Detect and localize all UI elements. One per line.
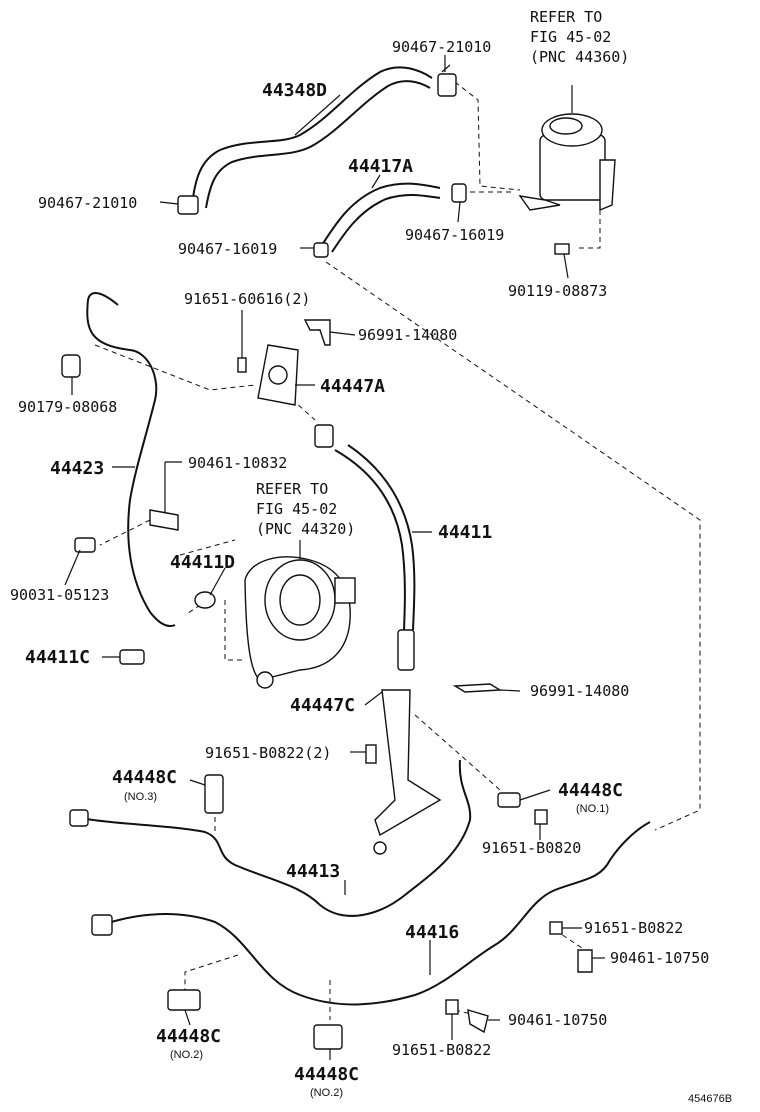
pipe-44416 (101, 821, 651, 1006)
clamp-44448C-no1 (497, 792, 521, 808)
clip-96991-14080-top (303, 319, 331, 346)
clamp-90467-21010-top (437, 64, 457, 97)
label-44413: 44413 (286, 861, 340, 882)
bracket-44447C (373, 689, 442, 855)
clamp-90467-21010-left (177, 195, 199, 215)
note-no1: (NO.1) (576, 803, 609, 815)
ref-line: (PNC 44320) (256, 520, 355, 538)
clamp-90461-10750-bottom (467, 1009, 489, 1034)
reservoir-reference-note: REFER TO FIG 45-02 (PNC 44360) (530, 8, 629, 66)
clamp-44448C-no2-mid (313, 1024, 343, 1050)
label-44448C-no2-left: 44448C (156, 1026, 221, 1047)
ref-line: FIG 45-02 (256, 500, 337, 518)
label-44411D: 44411D (170, 552, 235, 573)
power-steering-pump (244, 556, 356, 689)
hose-44417A (321, 182, 441, 253)
clamp-44448C-no3 (204, 774, 224, 814)
bolt-90119-08873 (554, 243, 570, 255)
bolt-91651-B0820 (534, 809, 548, 825)
reservoir (518, 85, 616, 212)
label-44448C-no2-mid: 44448C (294, 1064, 359, 1085)
label-96991-14080-bottom: 96991-14080 (530, 682, 629, 700)
label-90461-10750-bottom: 90461-10750 (508, 1011, 607, 1029)
label-44447A: 44447A (320, 376, 385, 397)
bolt-91651-B0822-right (549, 921, 563, 935)
label-91651-B0820: 91651-B0820 (482, 839, 581, 857)
label-44416: 44416 (405, 922, 459, 943)
dashed-connectors (94, 81, 701, 1020)
label-44448C-no3: 44448C (112, 767, 177, 788)
clamp-44448C-no2-left (167, 989, 201, 1011)
label-90119-08873: 90119-08873 (508, 282, 607, 300)
label-90461-10750-right: 90461-10750 (610, 949, 709, 967)
label-90467-21010-top: 90467-21010 (392, 38, 491, 56)
ref-line: FIG 45-02 (530, 28, 611, 46)
gasket-44411D (194, 591, 216, 609)
bolt-90179-08068 (61, 354, 81, 378)
label-90461-10832: 90461-10832 (188, 454, 287, 472)
label-91651-60616: 91651-60616(2) (184, 290, 310, 308)
label-96991-14080-top: 96991-14080 (358, 326, 457, 344)
bolt-90031-05123 (74, 537, 96, 553)
ref-line: REFER TO (256, 480, 328, 498)
label-44423: 44423 (50, 458, 104, 479)
fitting-44413-left (69, 809, 89, 827)
ref-line: REFER TO (530, 8, 602, 26)
note-no3: (NO.3) (124, 791, 157, 803)
part-labels: 90467-21010 44348D 44417A 90467-21010 90… (10, 38, 732, 1105)
label-90467-16019-left: 90467-16019 (178, 240, 277, 258)
label-44447C: 44447C (290, 695, 355, 716)
pump-reference-note: REFER TO FIG 45-02 (PNC 44320) (256, 480, 355, 538)
label-90031-05123: 90031-05123 (10, 586, 109, 604)
bolt-91651-B0822-bottom (445, 999, 459, 1015)
pipe-44423 (86, 292, 176, 628)
label-44417A: 44417A (348, 156, 413, 177)
label-44411C: 44411C (25, 647, 90, 668)
bolt-91651-60616 (237, 357, 247, 373)
clamp-90467-16019-left (313, 242, 329, 258)
clip-96991-14080-bottom (452, 683, 503, 693)
bracket-44447A (257, 344, 299, 406)
union-bolt-44411C (119, 649, 145, 665)
label-90467-16019-right: 90467-16019 (405, 226, 504, 244)
bolt-91651-B0822-2 (365, 744, 377, 764)
hose-44411 (334, 444, 416, 631)
label-91651-B0822-2: 91651-B0822(2) (205, 744, 331, 762)
label-44348D: 44348D (262, 80, 327, 101)
fitting-44416-left (91, 914, 113, 936)
figure-id: 454676B (688, 1093, 732, 1105)
label-90467-21010-left: 90467-21010 (38, 194, 137, 212)
hose-fitting-upper (314, 424, 334, 448)
note-no2-left: (NO.2) (170, 1049, 203, 1061)
clamp-90461-10750-right (577, 949, 593, 973)
hose-44348D (191, 66, 433, 209)
pipe-44413 (79, 759, 472, 917)
hose-fitting-lower (397, 629, 415, 671)
label-91651-B0822-right: 91651-B0822 (584, 919, 683, 937)
leader-lines (64, 55, 605, 1060)
note-no2-mid: (NO.2) (310, 1087, 343, 1099)
label-44411: 44411 (438, 522, 492, 543)
label-44448C-no1: 44448C (558, 780, 623, 801)
clamp-90461-10832 (149, 509, 179, 531)
ref-line: (PNC 44360) (530, 48, 629, 66)
clamp-90467-16019-right (451, 183, 467, 203)
label-90179-08068: 90179-08068 (18, 398, 117, 416)
label-91651-B0822-bottom: 91651-B0822 (392, 1041, 491, 1059)
